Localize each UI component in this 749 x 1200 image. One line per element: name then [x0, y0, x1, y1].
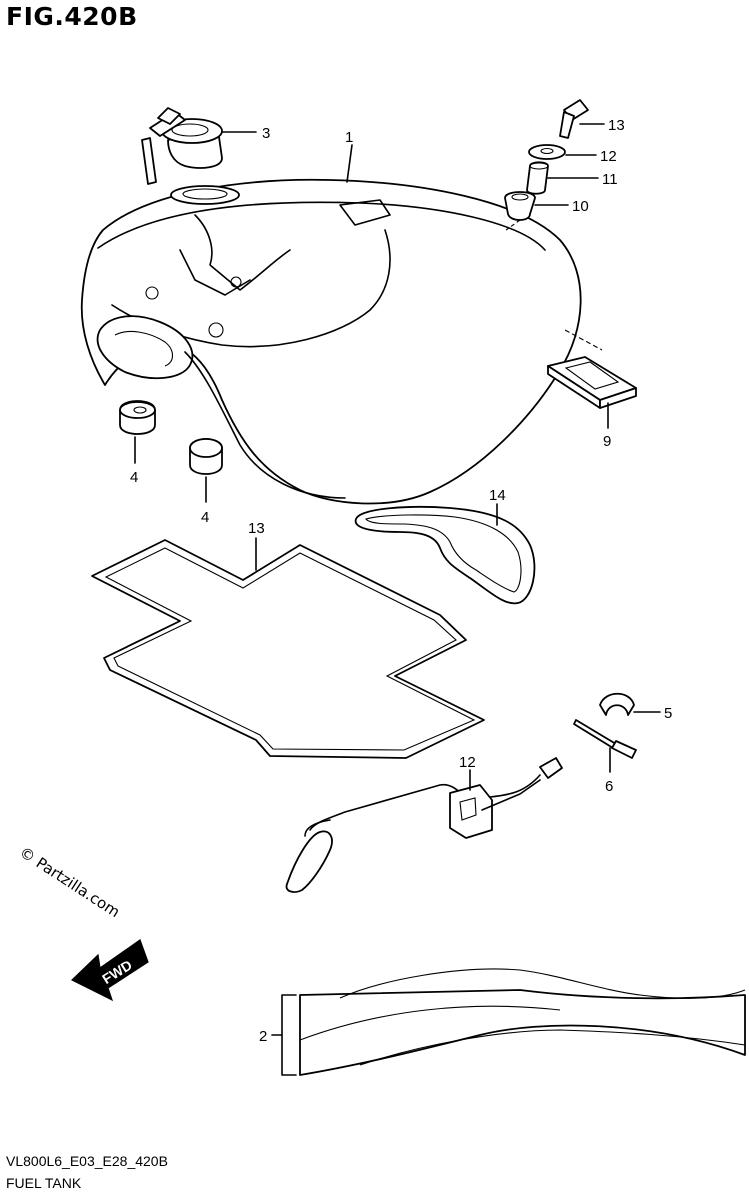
washer-part-10[interactable] — [528, 144, 566, 160]
cushion-part-8[interactable] — [504, 191, 536, 221]
pad-part-13[interactable] — [91, 539, 485, 759]
collar-part-9[interactable] — [526, 161, 549, 195]
callout-10: 12 — [600, 148, 617, 165]
cushion-part-4a[interactable] — [119, 400, 156, 435]
callout-14: 14 — [489, 487, 506, 504]
figure-title: FIG.420B — [6, 2, 138, 31]
callout-8: 10 — [572, 198, 589, 215]
emblem-decal-part-2[interactable] — [299, 968, 746, 1076]
bracket-part-7[interactable] — [547, 356, 637, 409]
callout-4b: 4 — [201, 509, 209, 526]
figure-name: FUEL TANK — [6, 1175, 82, 1191]
forward-direction-arrow: FWD — [70, 939, 149, 1002]
callout-12: 12 — [459, 754, 476, 771]
callout-7: 9 — [603, 433, 611, 450]
clamp-tie-part-6[interactable] — [573, 719, 637, 759]
fuel-cap-part[interactable] — [141, 107, 223, 185]
bolt-part-11[interactable] — [559, 99, 589, 139]
fuel-level-gauge-part-12[interactable] — [285, 757, 563, 893]
seal-part-14[interactable] — [355, 506, 536, 605]
callout-11: 13 — [608, 117, 625, 134]
callout-4a: 4 — [130, 469, 138, 486]
callout-1: 1 — [345, 129, 353, 146]
clamp-part-5[interactable] — [599, 692, 635, 716]
callout-6: 6 — [605, 778, 613, 795]
figure-code: VL800L6_E03_E28_420B — [6, 1153, 168, 1169]
callout-2: 2 — [259, 1028, 267, 1045]
callout-5: 5 — [664, 705, 672, 722]
callout-9: 11 — [602, 171, 618, 188]
callout-3: 3 — [262, 125, 270, 142]
fuel-tank-part[interactable] — [80, 178, 582, 505]
cushion-part-4b[interactable] — [189, 438, 223, 475]
callout-13: 13 — [248, 520, 265, 537]
